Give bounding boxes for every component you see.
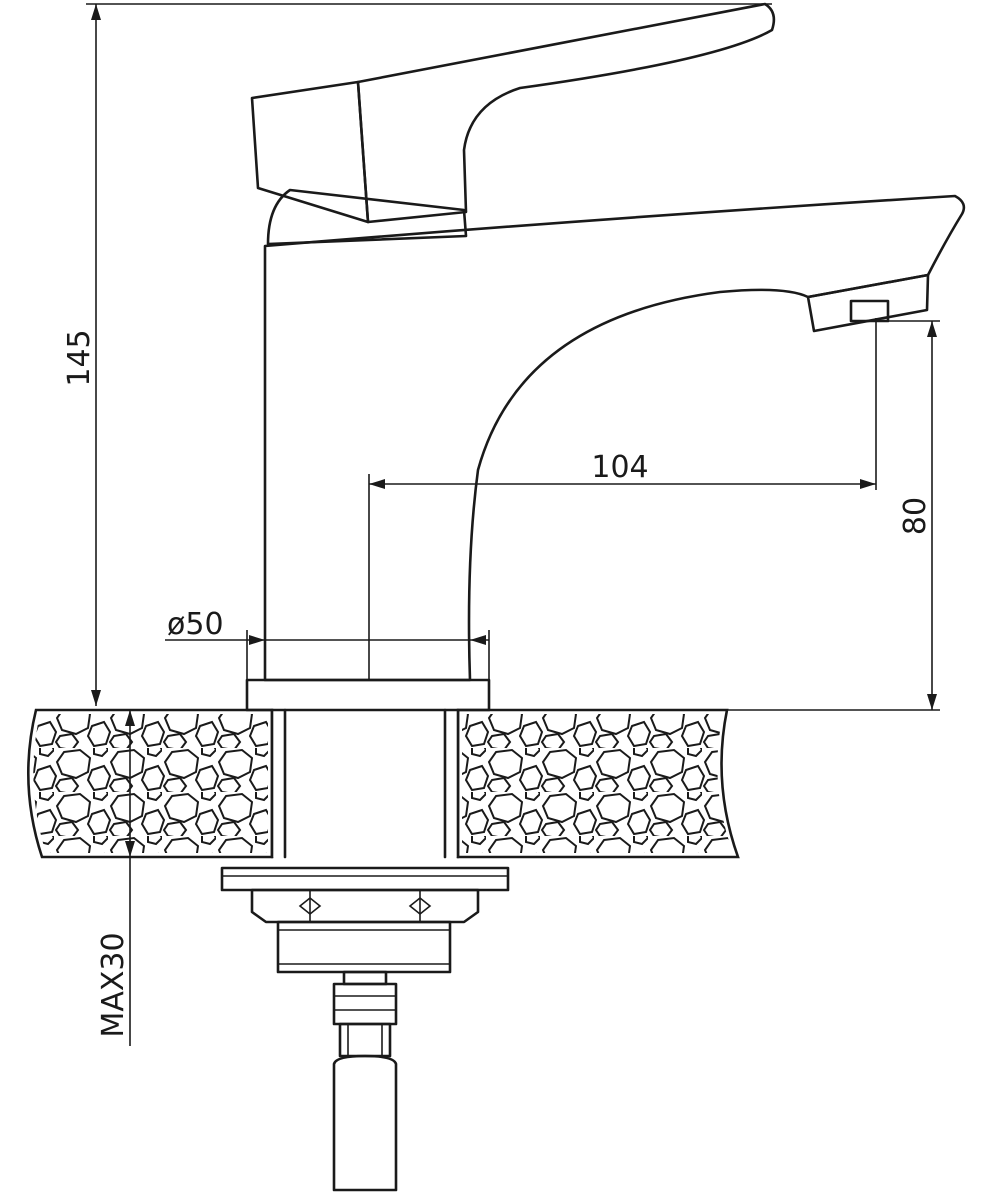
- countertop-right: [456, 708, 740, 859]
- spout-reach-label: 104: [591, 450, 648, 485]
- max-countertop-label: MAX30: [96, 932, 131, 1037]
- spout-clearance-label: 80: [898, 497, 933, 535]
- threaded-shank: [276, 920, 452, 974]
- lever-handle: [250, 2, 776, 246]
- faucet-aerator: [806, 273, 930, 333]
- faucet-body: [263, 194, 966, 682]
- dimension-total-height: 145: [62, 3, 772, 706]
- hose-fitting: [332, 970, 398, 1058]
- total-height-label: 145: [62, 329, 97, 386]
- mounting-washer: [220, 866, 510, 892]
- dimension-spout-clearance: 80: [727, 320, 940, 711]
- countertop-left: [27, 708, 274, 859]
- braided-supply-hose: [332, 1054, 398, 1192]
- countertop-hole: [270, 708, 460, 859]
- base-diameter-label: ø50: [167, 607, 224, 642]
- faucet-base-ring: [245, 678, 491, 712]
- dimension-spout-reach: 104: [368, 318, 877, 680]
- dimension-base-diameter: ø50: [165, 607, 490, 680]
- dimension-max-countertop: MAX30: [96, 710, 135, 1046]
- mounting-nut: [250, 888, 480, 924]
